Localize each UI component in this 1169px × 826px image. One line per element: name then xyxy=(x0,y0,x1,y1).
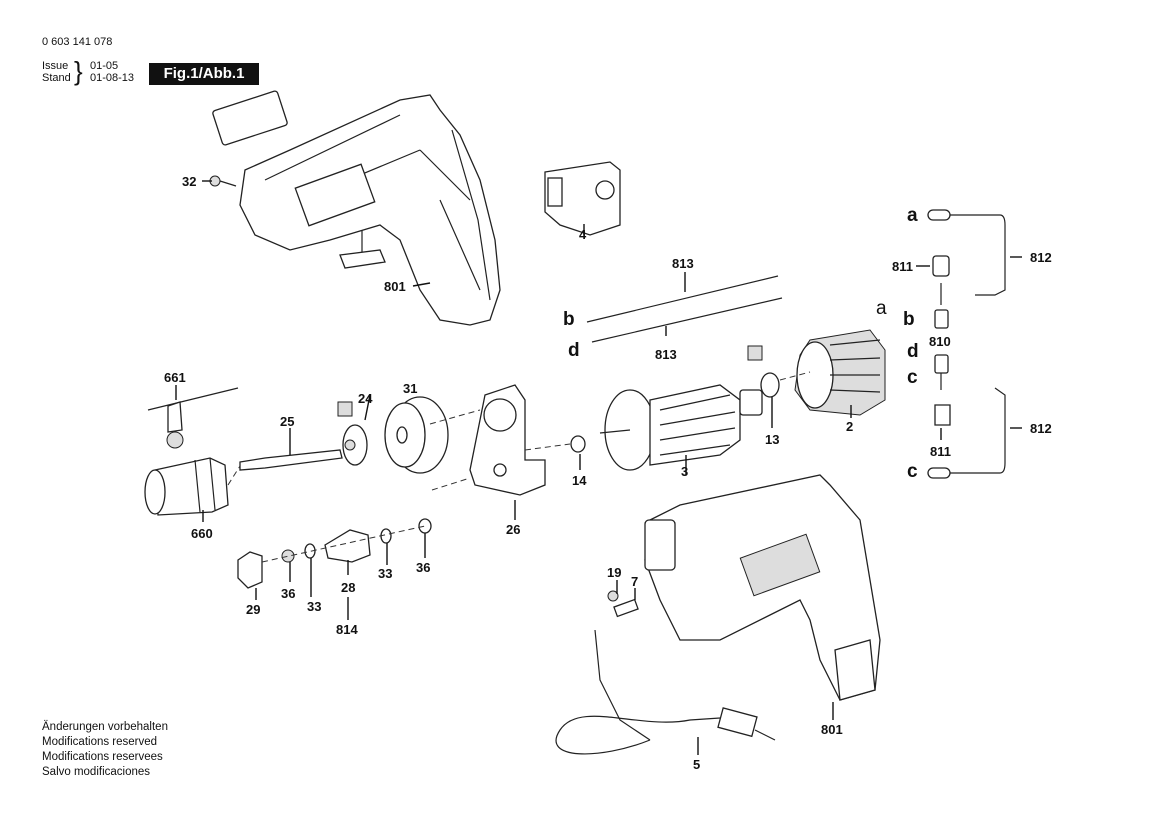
callout-29: 29 xyxy=(246,602,261,617)
issue-stand-block: Issue Stand } 01-05 01-08-13 xyxy=(42,58,134,84)
callout-c-wire: c xyxy=(907,461,918,482)
callout-801-assembled: 801 xyxy=(821,722,843,737)
bearing-drawing xyxy=(760,372,780,398)
bearing-label-sticker xyxy=(747,345,763,361)
armature-drawing xyxy=(599,384,763,471)
small-parts-drawing xyxy=(237,518,432,589)
callout-d-field: d xyxy=(907,341,919,362)
note-spanish: Salvo modificaciones xyxy=(42,766,151,778)
callout-3: 3 xyxy=(681,464,689,479)
callout-d-lead: d xyxy=(568,340,580,361)
callout-810: 810 xyxy=(929,334,951,349)
bearing-drawing xyxy=(337,401,368,466)
callout-13: 13 xyxy=(765,432,780,447)
callout-660: 660 xyxy=(191,526,213,541)
note-english: Modifications reserved xyxy=(42,736,158,748)
callout-813-top: 813 xyxy=(672,256,694,271)
centerline xyxy=(227,465,241,486)
housing-half-drawing xyxy=(212,90,501,326)
centerline xyxy=(429,409,481,425)
connector-wires-drawing xyxy=(927,209,1006,479)
callout-661: 661 xyxy=(164,370,186,385)
callout-36-left: 36 xyxy=(281,586,296,601)
callout-812-top: 812 xyxy=(1030,250,1052,265)
callout-811-bottom: 811 xyxy=(930,444,951,459)
callout-b-lead: b xyxy=(563,309,575,330)
callout-2: 2 xyxy=(846,419,854,434)
callout-4: 4 xyxy=(579,227,587,242)
leader-lines xyxy=(175,180,1022,755)
stand-label: Stand xyxy=(42,72,71,84)
issue-label: Issue xyxy=(42,60,69,72)
callout-c-field: c xyxy=(907,367,918,388)
callout-25: 25 xyxy=(280,414,295,429)
callout-19: 19 xyxy=(607,565,622,580)
figure-label: Fig.1/Abb.1 xyxy=(149,63,259,85)
centerline xyxy=(524,443,571,451)
chuck-drawing xyxy=(144,457,229,516)
callout-b-field: b xyxy=(903,309,915,330)
callout-33-left: 33 xyxy=(307,599,322,614)
leads-drawing xyxy=(586,275,783,343)
callout-31: 31 xyxy=(403,381,418,396)
chuck-key-drawing xyxy=(147,387,239,449)
note-german: Änderungen vorbehalten xyxy=(42,721,168,733)
part-number: 0 603 141 078 xyxy=(42,36,113,48)
spindle-drawing xyxy=(239,449,343,471)
note-french: Modifications reservees xyxy=(42,751,163,763)
callout-812-bottom: 812 xyxy=(1030,421,1052,436)
callout-33-right: 33 xyxy=(378,566,393,581)
callout-14: 14 xyxy=(572,473,587,488)
cord-drawing xyxy=(555,590,776,755)
callout-811-top: 811 xyxy=(892,259,913,274)
callout-801-housing: 801 xyxy=(384,279,406,294)
switch-drawing xyxy=(544,161,621,236)
screw-drawing xyxy=(209,175,237,187)
gear-housing-drawing xyxy=(469,384,546,496)
callout-26: 26 xyxy=(506,522,521,537)
brace-icon: } xyxy=(74,56,83,86)
callout-28: 28 xyxy=(341,580,356,595)
centerline xyxy=(779,371,811,381)
field-drawing xyxy=(794,329,886,416)
callout-32: 32 xyxy=(182,174,197,189)
callout-7: 7 xyxy=(631,574,639,589)
callout-5: 5 xyxy=(693,757,701,772)
callout-a-field: a xyxy=(876,298,887,319)
callout-813-bottom: 813 xyxy=(655,347,677,362)
gear-drawing xyxy=(384,396,449,474)
housing-assembled-drawing xyxy=(644,474,881,701)
callout-24: 24 xyxy=(358,391,373,406)
modification-notes: Änderungen vorbehalten Modifications res… xyxy=(42,720,168,780)
bearing-drawing xyxy=(570,435,586,453)
centerline xyxy=(431,477,471,491)
issue-value: 01-05 xyxy=(90,60,119,72)
callout-a-wire: a xyxy=(907,205,918,226)
stand-value: 01-08-13 xyxy=(90,72,135,84)
callout-814: 814 xyxy=(336,622,358,637)
callout-36-right: 36 xyxy=(416,560,431,575)
